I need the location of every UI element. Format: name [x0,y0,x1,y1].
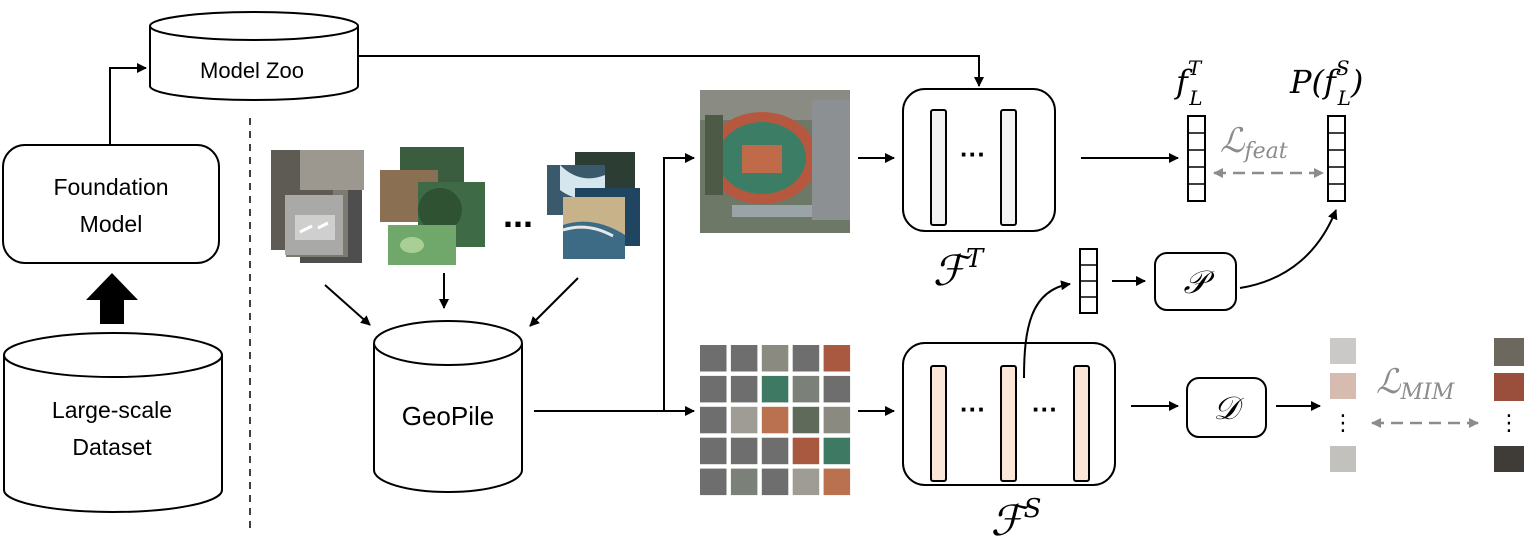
geopile-cylinder: GeoPile [373,320,523,493]
image-stack-ellipsis: ... [503,194,533,235]
model-zoo-label: Model Zoo [200,58,304,83]
masked-patch [730,345,758,372]
projected-feature-vector [1327,115,1346,202]
masked-patch [700,437,727,465]
visible-patch [792,406,820,434]
dataset-label-2: Dataset [72,434,152,460]
masked-patch [700,468,727,496]
visible-patch [761,375,789,403]
model-zoo-cylinder: Model Zoo [149,11,359,101]
masked-patch [792,345,820,372]
student-label: ℱS [991,494,1042,545]
student-layer-first [930,365,947,482]
arrow-stack1-to-geopile [324,284,371,326]
target-patches [1494,338,1524,472]
arrow-student-to-intermediate-feature [1023,280,1071,379]
image-stack-2 [380,147,485,265]
decoder-box: 𝒟 [1186,377,1267,438]
visible-patch [823,437,851,465]
visible-patch [761,406,789,434]
visible-patch [823,345,851,372]
visible-patch [730,406,758,434]
image-stack-1 [271,150,364,263]
visible-patch [792,375,820,403]
arrow-stack3-to-geopile [529,277,579,327]
masked-patch [700,375,727,403]
teacher-layer-last [1000,109,1017,226]
visible-patch [823,406,851,434]
teacher-label: ℱT [933,244,985,295]
feat-loss-label: ℒfeat [1220,121,1288,164]
reconstructed-patches [1330,338,1356,472]
masked-input-image [700,345,851,496]
geopile-label: GeoPile [402,401,495,431]
teacher-feature-vector [1187,115,1206,202]
arrow-foundation-to-zoo [109,63,147,145]
masked-patch [700,406,727,434]
student-ellipsis-2: ··· [1032,394,1058,424]
reconstruction-vertical-ellipsis: ⋮ [1332,410,1354,435]
visible-patch [792,468,820,496]
teacher-input-image [700,90,850,233]
masked-patch [761,468,789,496]
dataset-label-1: Large-scale [52,397,172,423]
student-ellipsis-1: ··· [960,394,986,424]
projector-box: 𝒫 [1154,252,1237,311]
visible-patch [730,468,758,496]
arrow-zoo-to-teacher [358,55,984,87]
target-vertical-ellipsis: ⋮ [1498,410,1520,435]
student-encoder-box: ··· ··· [902,342,1116,486]
arrow-geopile-to-teacher-image [534,153,695,412]
teacher-ellipsis: ··· [960,139,986,169]
visible-patch [761,345,789,372]
large-scale-dataset-cylinder: Large-scale Dataset [3,332,223,513]
visible-patch [792,437,820,465]
teacher-encoder-box: ··· [902,88,1056,232]
masked-patch [730,437,758,465]
intermediate-feature-vector [1079,248,1098,314]
teacher-layer-first [930,109,947,226]
mim-loss-label: ℒMIM [1376,362,1455,405]
foundation-model-box: Foundation Model [2,144,220,264]
masked-patch [823,375,851,403]
student-layer-middle [1000,365,1017,482]
masked-patch [700,345,727,372]
student-layer-last [1073,365,1090,482]
thick-up-arrow-icon [86,273,138,324]
masked-patch [761,437,789,465]
masked-patch [730,375,758,403]
foundation-model-label-2: Model [80,211,143,237]
arrow-projector-to-projected-feature [1239,209,1338,289]
foundation-model-label-1: Foundation [53,174,168,200]
image-stack-3 [547,152,640,259]
visible-patch [823,468,851,496]
